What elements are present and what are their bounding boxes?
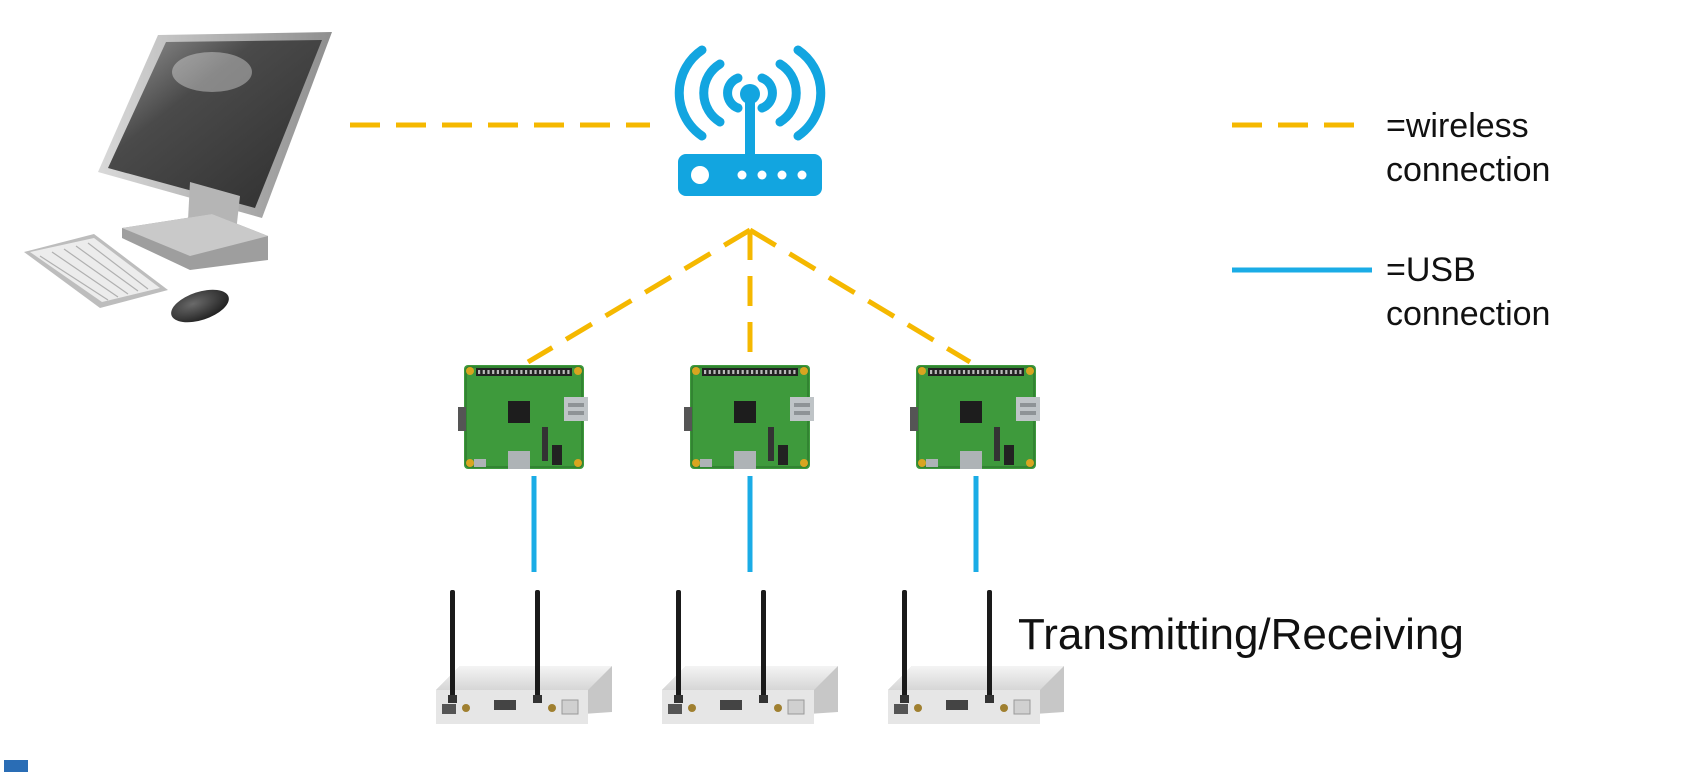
sdr-radio-icon <box>436 590 612 724</box>
sdr-radio-icon <box>662 590 838 724</box>
corner-mark <box>4 760 28 772</box>
wifi-router-icon <box>674 45 826 196</box>
wireless-link-router-board-3 <box>748 227 972 365</box>
wireless-link-router-board-1 <box>526 227 752 365</box>
legend-usb-line1: =USB <box>1386 251 1476 289</box>
legend-wireless-line2: connection <box>1386 151 1551 189</box>
transmitting-receiving-caption: Transmitting/Receiving <box>1018 610 1464 659</box>
legend-usb-label: =USB connection <box>1386 248 1550 336</box>
raspberry-pi-board-icon <box>910 365 1040 469</box>
boards-group <box>458 365 1040 469</box>
legend-usb-line2: connection <box>1386 295 1551 333</box>
sdr-radio-icon <box>888 590 1064 724</box>
usb-links <box>531 476 979 572</box>
raspberry-pi-board-icon <box>684 365 814 469</box>
wireless-links <box>350 122 972 365</box>
radios-group <box>436 590 1064 724</box>
computer-icon <box>24 32 332 323</box>
legend-wireless-label: =wireless connection <box>1386 104 1550 192</box>
raspberry-pi-board-icon <box>458 365 588 469</box>
legend-wireless-line1: =wireless <box>1386 107 1529 145</box>
